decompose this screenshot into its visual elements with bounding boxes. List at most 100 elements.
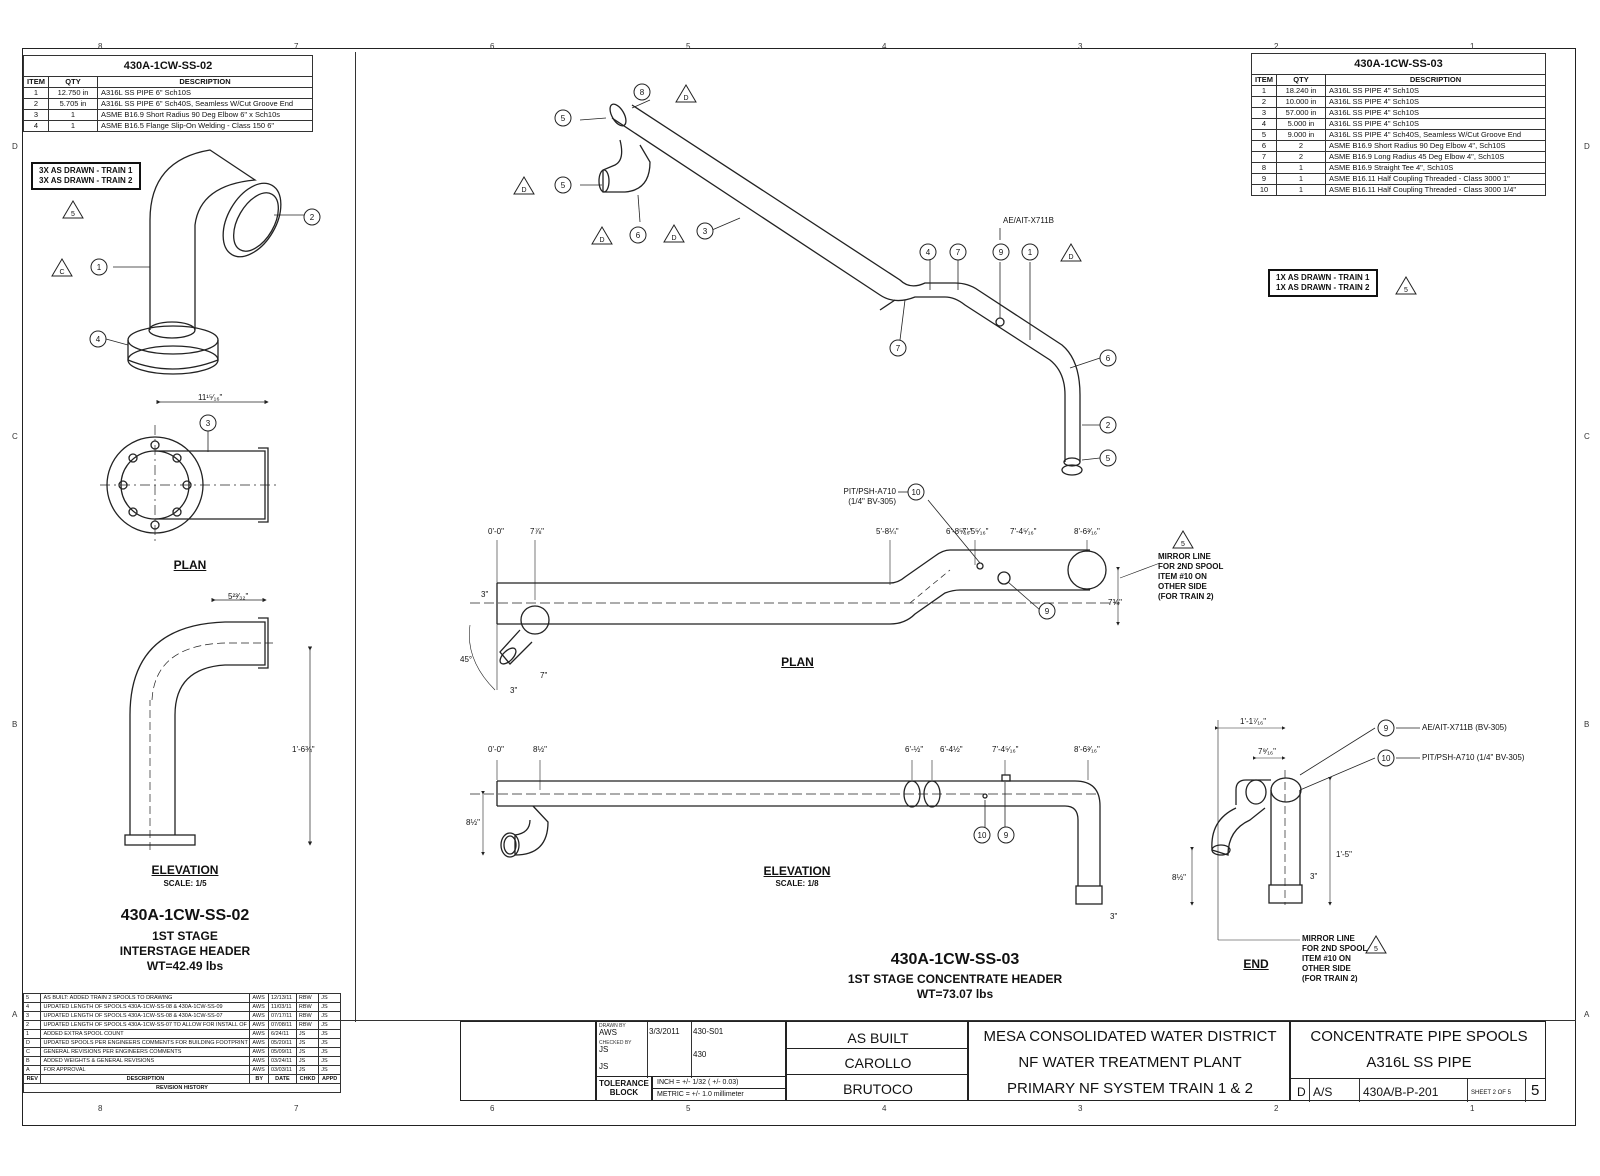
revision-cell: 11/03/11 — [267, 1002, 297, 1012]
revision-cell: RBW — [295, 1011, 320, 1021]
revision-cell: GENERAL REVISIONS PER ENGINEERS COMMENTS — [40, 1047, 251, 1057]
revision-delta — [51, 258, 73, 277]
item-balloon-number: 9 — [1384, 724, 1389, 733]
left-elev-label: ELEVATION — [151, 863, 219, 877]
revision-cell: 07/08/11 — [267, 1020, 297, 1030]
left-elevation-view — [124, 597, 313, 850]
revision-header-cell: DESCRIPTION — [40, 1074, 251, 1084]
revision-delta-label: D — [1068, 254, 1073, 261]
item-balloon — [303, 208, 321, 226]
item-balloon-number: 10 — [1382, 754, 1391, 763]
revision-cell: JS — [318, 1011, 341, 1021]
zone-marker: B — [12, 720, 18, 729]
note-left-line2: 3X AS DRAWN - TRAIN 2 — [39, 176, 133, 185]
tb-engineer-value: CAROLLO — [844, 1055, 912, 1071]
revision-cell: 03/03/11 — [267, 1065, 297, 1075]
zone-marker: 1 — [1470, 42, 1475, 51]
center-elev-label: ELEVATION — [763, 864, 831, 878]
revision-cell: JS — [295, 1065, 320, 1075]
tb-dwg-block: D A/S 430A/B-P-201 SHEET 2 OF 5 5 — [1290, 1078, 1546, 1102]
tb-blank — [460, 1021, 596, 1101]
left-elev-dim-top: 5²³⁄₃₂" — [228, 592, 249, 601]
revision-cell: AWS — [249, 1011, 269, 1021]
revision-cell: C — [22, 1047, 42, 1057]
center-spool-weight: WT=73.07 lbs — [916, 987, 994, 1001]
tb-gc-value: BRUTOCO — [843, 1081, 913, 1097]
tb-engineer: CAROLLO — [786, 1048, 968, 1075]
revision-delta-label: D — [683, 95, 688, 102]
tb-project2: NF WATER TREATMENT PLANT — [1018, 1054, 1242, 1071]
tb-project1: MESA CONSOLIDATED WATER DISTRICT — [983, 1028, 1277, 1045]
end-mirror-1: MIRROR LINE — [1302, 934, 1355, 943]
item-balloon — [629, 226, 647, 244]
bom-right-title: 430A-1CW-SS-03 — [1251, 53, 1546, 74]
revision-delta-label: D — [671, 235, 676, 242]
item-balloon — [1099, 416, 1117, 434]
revision-cell: UPDATED SPOOLS PER ENGINEERS COMMENTS FO… — [40, 1038, 251, 1048]
revision-delta-label: 5 — [1181, 541, 1185, 548]
bom-cell: ASME B16.5 Flange Slip-On Welding - Clas… — [97, 120, 313, 132]
plan-dimension: 7'-4⁵⁄₁₆" — [1010, 527, 1037, 536]
item-balloon — [973, 826, 991, 844]
revision-cell: 12/13/11 — [267, 993, 297, 1003]
elevation-dimension: 6'-½" — [905, 745, 924, 754]
item-balloon-number: 6 — [636, 231, 641, 240]
item-balloon-number: 1 — [1028, 248, 1033, 257]
zone-marker: 7 — [294, 1104, 299, 1113]
elevation-dimension: 8'-6³⁄₁₆" — [1074, 745, 1100, 754]
center-elev-scale: SCALE: 1/8 — [775, 879, 819, 888]
end-dim-5: 3" — [1310, 872, 1318, 881]
revision-cell: AS BUILT: ADDED TRAIN 2 SPOOLS TO DRAWIN… — [40, 993, 251, 1003]
tb-date: 3/3/2011 — [649, 1027, 680, 1036]
revision-cell: JS — [295, 1056, 320, 1066]
center-iso-spool — [598, 103, 1083, 476]
revision-cell: JS — [295, 1047, 320, 1057]
end-dim-4: 8½" — [1172, 873, 1186, 882]
end-tag9: AE/AIT-X711B (BV-305) — [1422, 723, 1507, 732]
revision-cell: UPDATED LENGTH OF SPOOLS 430A-1CW-SS-07 … — [40, 1020, 251, 1030]
revision-cell: 5 — [22, 993, 42, 1003]
zone-marker: 8 — [98, 1104, 103, 1113]
item-balloon — [1038, 602, 1056, 620]
revision-cell: JS — [318, 1002, 341, 1012]
tb-scale: A/S — [1313, 1085, 1333, 1099]
revision-cell: 07/17/11 — [267, 1011, 297, 1021]
elevation-dimension: 3" — [1110, 912, 1118, 921]
revision-cell: FOR APPROVAL — [40, 1065, 251, 1075]
revision-delta — [675, 84, 697, 103]
end-dim-2: 7⁹⁄₁₆" — [1258, 747, 1276, 756]
left-spool-line2: INTERSTAGE HEADER — [119, 944, 251, 958]
end-mirror-3: ITEM #10 ON — [1302, 954, 1351, 963]
item-balloon — [1021, 243, 1039, 261]
end-mirror-5: (FOR TRAIN 2) — [1302, 974, 1358, 983]
revision-cell: JS — [295, 1038, 320, 1048]
center-plan-label: PLAN — [781, 655, 814, 669]
item-balloon-number: 8 — [640, 88, 645, 97]
tb-project3: PRIMARY NF SYSTEM TRAIN 1 & 2 — [1007, 1080, 1253, 1097]
elevation-dimension: 8½" — [466, 818, 480, 827]
zone-marker: 2 — [1274, 42, 1279, 51]
center-plan-spool — [469, 540, 1161, 691]
tb-sheet: SHEET 2 OF 5 — [1471, 1090, 1511, 1096]
tb-size: D — [1297, 1085, 1306, 1099]
plan-dimension: 3" — [510, 686, 518, 695]
revision-cell: AWS — [249, 1020, 269, 1030]
revision-header-cell: DATE — [267, 1074, 297, 1084]
note-right: 1X AS DRAWN - TRAIN 1 1X AS DRAWN - TRAI… — [1268, 269, 1378, 297]
zone-marker: 7 — [294, 42, 299, 51]
bom-left-title: 430A-1CW-SS-02 — [23, 55, 313, 76]
zone-marker: B — [1584, 720, 1590, 729]
revision-cell: JS — [318, 1065, 341, 1075]
zone-marker: 4 — [882, 1104, 887, 1113]
center-elevation-spool — [470, 760, 1103, 905]
plan-tag2: (1/4" BV-305) — [848, 497, 896, 506]
elevation-dimension: 6'-4½" — [940, 745, 963, 754]
